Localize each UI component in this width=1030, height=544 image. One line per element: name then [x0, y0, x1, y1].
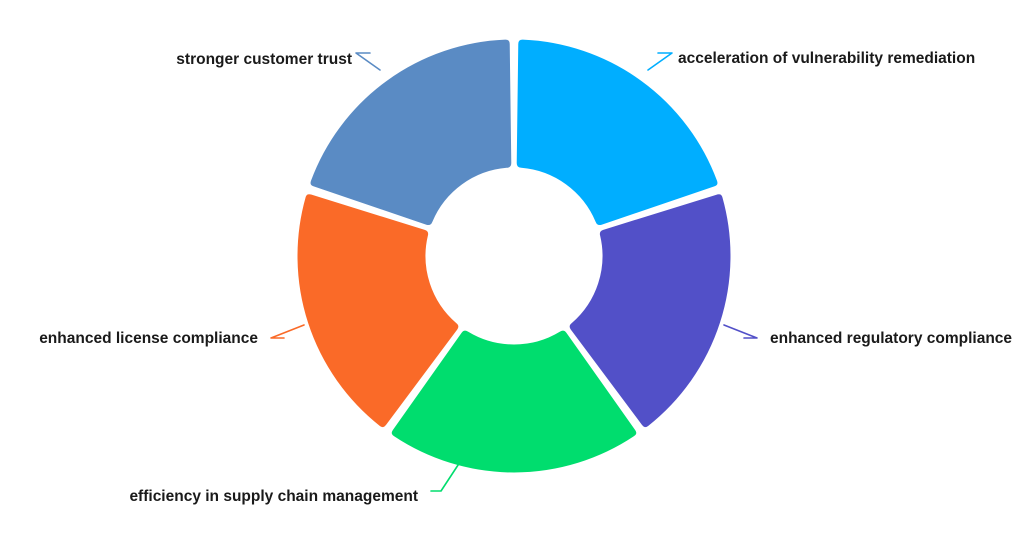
donut-slice[interactable] — [388, 327, 640, 476]
slice-label: acceleration of vulnerability remediatio… — [678, 50, 975, 67]
slice-label-group: acceleration of vulnerability remediatio… — [39, 50, 1012, 505]
slice-label: stronger customer trust — [176, 51, 352, 68]
leader-line-group — [270, 52, 758, 492]
slice-group — [294, 36, 734, 476]
slice-leader-line — [647, 52, 673, 71]
donut-slice[interactable] — [566, 191, 734, 431]
slice-leader-line — [723, 324, 758, 339]
donut-slice[interactable] — [294, 191, 462, 431]
slice-leader-line — [270, 324, 305, 339]
slice-leader-line — [430, 458, 463, 492]
donut-slice[interactable] — [513, 36, 721, 229]
slice-label: efficiency in supply chain management — [129, 488, 418, 505]
slice-leader-line — [355, 52, 381, 71]
slice-label: enhanced regulatory compliance — [770, 330, 1012, 347]
slice-label: enhanced license compliance — [39, 330, 258, 347]
donut-slice[interactable] — [307, 36, 515, 229]
